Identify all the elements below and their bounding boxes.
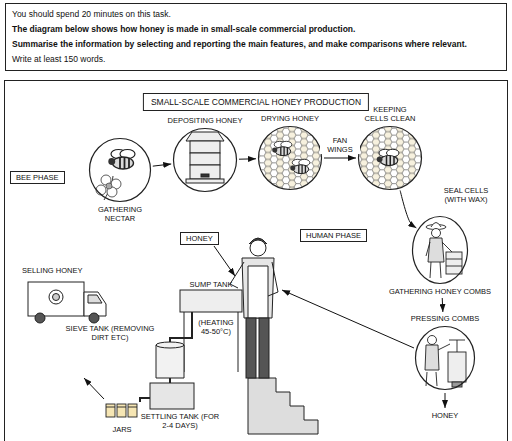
leader-arrow: [214, 246, 235, 276]
bee-on-flower: [96, 150, 135, 201]
stage-circle: DEPOSITING HONEY: [173, 128, 237, 192]
stage-label-group: DRYING HONEY: [250, 114, 330, 123]
step-note: SEAL CELLS (WITH WAX): [436, 186, 496, 204]
stage-label-group: PRESSING COMBS: [395, 314, 495, 323]
task-text: You should spend 20 minutes on this task…: [12, 7, 500, 22]
stage-label: PRESSING COMBS: [395, 314, 495, 323]
stage-circle: GATHERING NECTAR: [89, 138, 151, 202]
oval-outline: [259, 127, 322, 190]
box-label: HONEY: [186, 234, 213, 243]
oval-outline: [358, 126, 422, 190]
flow-arrow: [239, 158, 256, 159]
stage-oval: PRESSING COMBS: [415, 326, 475, 390]
beekeeper: [426, 223, 462, 279]
edge-label: FAN WINGS: [320, 136, 360, 154]
stage-label-group: GATHERING NECTAR: [92, 205, 148, 223]
stage-label: KEEPING CELLS CLEAN: [361, 105, 419, 123]
stage-circle: KEEPING CELLS CLEAN: [358, 126, 422, 190]
flow-arrow: [84, 378, 104, 399]
steps: [248, 378, 318, 434]
phase-box: BEE PHASE: [10, 171, 65, 184]
diagram-frame: [5, 81, 508, 441]
stage-label-group: KEEPING CELLS CLEAN: [361, 105, 419, 123]
stage-label-group: GATHERING HONEY COMBS: [379, 287, 501, 296]
stage-label-group: DEPOSITING HONEY: [160, 116, 250, 125]
delivery-truck: [28, 282, 106, 323]
part-label: SETTLING TANK (FOR 2-4 DAYS): [140, 412, 220, 430]
part-label: JARS: [100, 425, 144, 434]
stage-label: GATHERING HONEY COMBS: [379, 287, 501, 296]
oval-outline: [89, 138, 151, 202]
stage-circle: DRYING HONEY: [258, 126, 322, 190]
phase-box: HUMAN PHASE: [300, 229, 367, 242]
oval-outline: [359, 127, 422, 190]
oval-outline: [415, 326, 475, 390]
stage-label: DRYING HONEY: [250, 114, 330, 123]
sieve-tank: [156, 342, 184, 383]
task-box: You should spend 20 minutes on this task…: [5, 3, 507, 71]
oval-outline: [412, 216, 468, 284]
task-text: The diagram below shows how honey is mad…: [12, 22, 500, 37]
stage-oval: GATHERING HONEY COMBS: [412, 216, 468, 284]
honeycomb-bee: [359, 127, 421, 189]
settling-tank: [140, 383, 194, 409]
flow-arrow: [400, 190, 416, 227]
beehive: [186, 132, 224, 183]
jars: [106, 404, 137, 417]
product-label: HONEY: [420, 411, 470, 420]
part-label: SUMP TANK: [182, 280, 240, 289]
oval-outline: [174, 129, 237, 192]
honeycomb-bees: [259, 127, 321, 189]
stage-label: GATHERING NECTAR: [92, 205, 148, 223]
oval-outline: [258, 126, 322, 190]
diagram-title: SMALL-SCALE COMMERCIAL HONEY PRODUCTION: [143, 93, 369, 111]
box-label: BEE PHASE: [16, 173, 59, 182]
part-label: (HEATING 45-50°C): [195, 318, 237, 336]
oval-outline: [173, 128, 237, 192]
part-label: SELLING HONEY: [22, 266, 102, 275]
flow-arrow: [153, 164, 171, 166]
flow-arrow: [445, 393, 446, 408]
flow-arrow: [324, 158, 356, 159]
flow-arrow: [282, 290, 414, 348]
part-label: SIEVE TANK (REMOVING DIRT ETC): [64, 324, 156, 342]
oval-outline: [413, 217, 468, 284]
task-text: Summarise the information by selecting a…: [12, 37, 500, 52]
stage-label: DEPOSITING HONEY: [160, 116, 250, 125]
flow-arrow: [442, 298, 444, 312]
oval-outline: [90, 139, 151, 202]
oval-outline: [416, 327, 475, 390]
box-label: HUMAN PHASE: [306, 231, 361, 240]
callout-box: HONEY: [180, 232, 219, 245]
comb-press: [425, 336, 466, 388]
man: [230, 238, 278, 378]
task-text: Write at least 150 words.: [12, 52, 500, 67]
